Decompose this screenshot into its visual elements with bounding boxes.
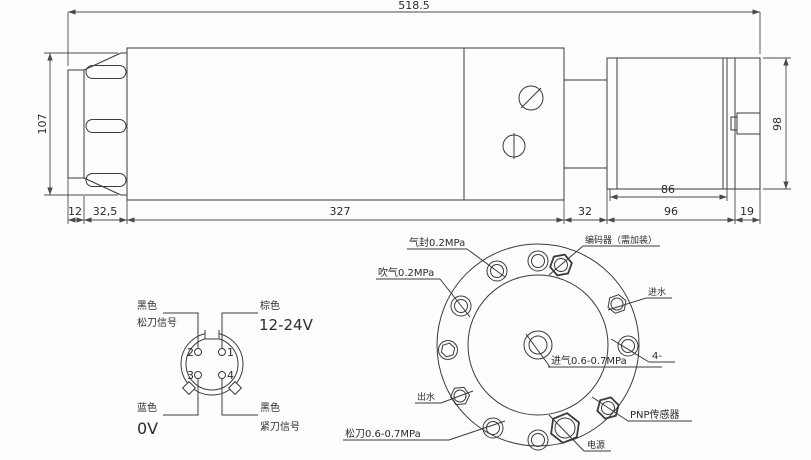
port-tool-release (482, 417, 504, 439)
wire-bottom-right-signal: 紧刀信号 (260, 421, 300, 433)
pin-1 (218, 348, 226, 356)
collet-slot (85, 65, 127, 79)
pin-3 (194, 371, 202, 379)
screw-top (518, 85, 544, 111)
dim-body-value: 327 (330, 205, 351, 218)
port-pnp-sensor (596, 396, 620, 420)
dim-collet-od: 107 (36, 52, 118, 196)
flange-inner-circle (467, 274, 609, 416)
callout-power: 电源 (548, 414, 611, 452)
wire-top-right-voltage: 12-24V (259, 316, 314, 334)
port-air-seal (486, 260, 508, 282)
leader-pin4 (221, 379, 258, 416)
callout-water-in: 进水 (607, 286, 672, 311)
center-hole (523, 330, 553, 360)
bolt-hole-bottom (527, 429, 549, 451)
hex-socket-left (438, 340, 458, 360)
side-view: 518.5 107 (36, 0, 791, 224)
leader-pin3 (163, 379, 199, 416)
pin-1-label: 1 (227, 346, 234, 359)
label-water-in: 进水 (648, 286, 666, 298)
dim-collet-nut-value: 32,5 (93, 205, 118, 218)
dim-motor-housing: 86 (609, 183, 728, 201)
label-encoder: 编码器（需加装） (585, 234, 657, 246)
port-encoder (549, 253, 573, 277)
callout-pnp-sensor: PNP传感器 (591, 396, 692, 422)
wire-top-right-color: 棕色 (260, 299, 280, 312)
wire-bottom-left-color: 蓝色 (137, 401, 157, 414)
label-power: 电源 (587, 439, 605, 451)
leader-pin2 (163, 312, 199, 348)
dim-rear-od-value: 98 (771, 117, 784, 131)
rear-flange-view: 气封0.2MPa 吹气0.2MPa 编码器（需加装） 进水 4- PNP传感器 (343, 234, 692, 452)
bolt-hole-top (527, 250, 549, 272)
label-water-out: 出水 (417, 391, 435, 403)
dim-overall: 518.5 (67, 0, 761, 66)
dim-collet-od-value: 107 (36, 114, 49, 135)
connector-keyway (204, 329, 220, 340)
rear-connector-nub (730, 112, 761, 135)
dim-motor-housing-value: 86 (661, 183, 675, 196)
connector-pinout-view: 2 1 3 4 黑色 松刀信号 棕色 12-24V 蓝色 0V 黑色 紧刀信号 (137, 299, 314, 438)
dim-motor-value: 96 (664, 205, 678, 218)
label-air-seal: 气封0.2MPa (409, 236, 465, 249)
pin-4-label: 4 (227, 369, 234, 382)
callout-air-seal: 气封0.2MPa (407, 236, 506, 278)
dim-collet-tip-value: 12 (68, 205, 82, 218)
leader-pin1 (221, 312, 258, 348)
connector-notch-right (227, 380, 243, 396)
callout-bolt-holes: 4- (610, 338, 675, 363)
callout-air-blow: 吹气0.2MPa (376, 266, 471, 318)
screw-bottom (502, 133, 526, 159)
wire-top-left-color: 黑色 (137, 299, 157, 312)
port-power (550, 412, 580, 444)
callout-water-out: 出水 (415, 390, 474, 404)
wire-bottom-left-voltage: 0V (137, 419, 158, 438)
dim-rear-cap-value: 19 (740, 205, 754, 218)
callout-air-inlet: 进气0.6-0.7MPa (525, 333, 662, 368)
flange-outer-circle (436, 243, 640, 447)
port-bolt-callout (617, 335, 639, 357)
dim-neck-value: 32 (578, 205, 592, 218)
label-air-inlet: 进气0.6-0.7MPa (551, 354, 627, 367)
dim-rear-od: 98 (763, 57, 791, 190)
wire-top-left-signal: 松刀信号 (137, 316, 177, 329)
pin-2 (194, 348, 202, 356)
callout-tool-release: 松刀0.6-0.7MPa (343, 420, 506, 441)
connector-notch-left (181, 380, 197, 396)
pin-4 (218, 371, 226, 379)
collet-slot (85, 173, 127, 187)
label-air-blow: 吹气0.2MPa (378, 266, 434, 279)
dim-chain-bottom: 12 32,5 327 32 96 19 (67, 178, 761, 224)
pin-3-label: 3 (187, 369, 194, 382)
label-bolt-holes: 4- (652, 351, 662, 362)
label-tool-release: 松刀0.6-0.7MPa (345, 427, 421, 440)
collet-nose (67, 48, 128, 200)
callout-encoder: 编码器（需加装） (548, 234, 660, 276)
neck-section (564, 79, 607, 169)
wire-bottom-right-color: 黑色 (260, 401, 280, 414)
label-pnp-sensor: PNP传感器 (630, 408, 680, 421)
port-water-in (607, 294, 627, 314)
motor-block (606, 57, 761, 190)
spindle-body (126, 47, 565, 201)
port-air-blow (450, 295, 472, 317)
pin-2-label: 2 (187, 346, 194, 359)
collet-slot (85, 119, 127, 133)
dim-overall-value: 518.5 (398, 0, 430, 12)
port-water-out (449, 386, 471, 406)
